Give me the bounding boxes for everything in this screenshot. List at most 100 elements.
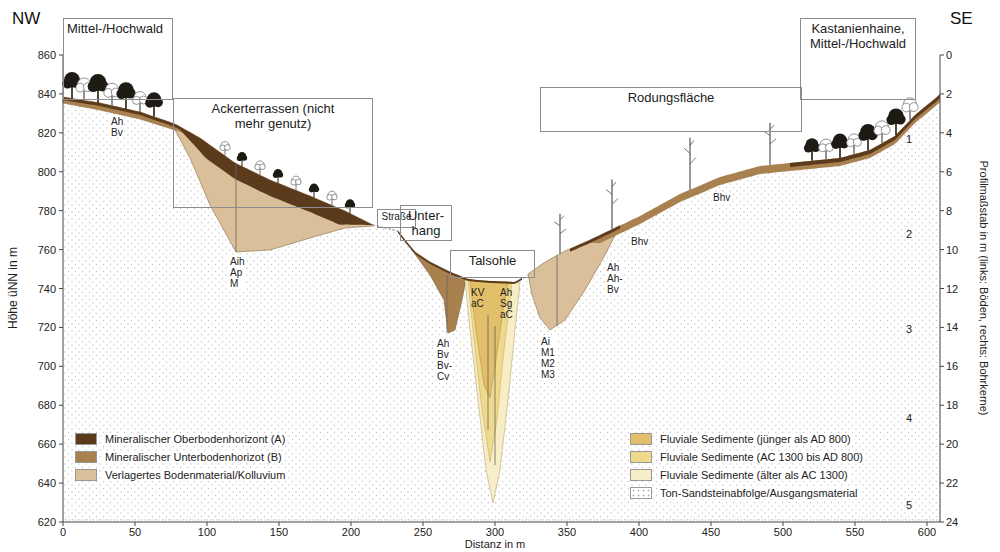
bedrock <box>63 94 940 520</box>
legend-row: Ton-Sandsteinabfolge/Ausgangsmaterial <box>630 487 860 499</box>
tick-label: 16 <box>946 360 958 372</box>
tick-label: 600 <box>918 526 936 538</box>
tree-crown <box>255 161 265 170</box>
dead-tree <box>770 139 776 144</box>
tick-label: 680 <box>38 399 56 411</box>
tick-label: 1 <box>906 133 912 145</box>
tree-crown <box>256 161 264 169</box>
legend-swatch <box>630 487 652 499</box>
tree-crown <box>328 191 336 199</box>
axis-title: Höhe üNN in m <box>7 247 20 329</box>
tree-crown <box>237 155 243 161</box>
tick <box>135 522 136 526</box>
tick-label: 740 <box>38 282 56 294</box>
tick <box>207 522 208 526</box>
direction-label: SE <box>950 10 973 29</box>
tree-crown <box>221 142 229 150</box>
a-horizon <box>466 278 522 284</box>
tick <box>279 522 280 526</box>
tick <box>59 249 63 250</box>
tick-label: 700 <box>38 360 56 372</box>
tree-crown <box>145 92 163 107</box>
fluvial-old <box>465 280 520 503</box>
tick <box>940 55 944 56</box>
zone-box: Ackerterrassen (nicht mehr genutz) <box>173 98 373 208</box>
axis-title: Profilmaßstab in m (links: Böden, rechts… <box>978 161 990 416</box>
axis-title: Distanz in m <box>465 538 526 550</box>
legend-row: Mineralischer Unterbodenhorizot (B) <box>75 451 284 463</box>
legend-swatch <box>630 433 652 445</box>
tick <box>59 483 63 484</box>
tick-label: 2 <box>906 228 912 240</box>
legend-label: Ton-Sandsteinabfolge/Ausgangsmaterial <box>658 487 860 499</box>
zone-box: Rodungsfläche <box>540 87 802 132</box>
tree-crown <box>332 194 338 200</box>
tick-label: 620 <box>38 516 56 528</box>
dead-tree <box>764 131 770 135</box>
legend-swatch <box>630 469 652 481</box>
tick <box>59 327 63 328</box>
tree-crown <box>804 144 813 153</box>
zone-box: Talsohle <box>450 250 535 278</box>
horizon-label: Bhv <box>712 192 731 203</box>
tree-crown <box>853 138 861 146</box>
b-horizon <box>585 94 940 243</box>
zone-label: Ackerterrassen (nicht mehr genutz) <box>206 101 341 131</box>
tick <box>711 522 712 526</box>
dead-tree <box>612 198 618 204</box>
horizon-label: Ah Bv <box>110 116 124 138</box>
tree-crown <box>831 139 841 149</box>
tick <box>940 132 944 133</box>
horizon-label: Ai M1 M2 M3 <box>540 336 556 380</box>
tree-crown <box>881 126 890 135</box>
tick-label: 6 <box>946 166 952 178</box>
tick <box>783 522 784 526</box>
tick <box>639 522 640 526</box>
tree-crown <box>909 103 918 112</box>
tick <box>940 171 944 172</box>
legend-label: Verlagertes Bodenmaterial/Kolluvium <box>103 469 287 481</box>
bore-line <box>236 164 237 252</box>
b-horizon <box>398 231 466 333</box>
dead-tree <box>560 229 566 234</box>
tree-crown <box>116 82 135 99</box>
tick <box>495 522 496 526</box>
tick-label: 840 <box>38 88 56 100</box>
tick-label: 720 <box>38 321 56 333</box>
tick-label: 14 <box>946 321 958 333</box>
x-axis <box>63 522 940 523</box>
tick-label: 500 <box>774 526 792 538</box>
zone-box: Unter- hang <box>400 205 452 241</box>
tick-label: 0 <box>60 526 66 538</box>
tree-crown <box>309 187 315 193</box>
tick-label: 10 <box>946 244 958 256</box>
tick <box>59 132 63 133</box>
tree-crown <box>238 152 246 160</box>
bore-line <box>447 275 448 333</box>
tick-label: 250 <box>414 526 432 538</box>
tick <box>940 327 944 328</box>
tick <box>59 366 63 367</box>
tick-label: 12 <box>946 282 958 294</box>
tree-crown <box>88 81 99 92</box>
tick <box>351 522 352 526</box>
tick-label: 640 <box>38 477 56 489</box>
dead-tree <box>612 182 616 187</box>
tick-label: 24 <box>946 516 958 528</box>
tick <box>940 522 944 523</box>
zone-label: Rodungsfläche <box>628 90 715 105</box>
tick-label: 800 <box>38 166 56 178</box>
legend-row: Fluviale Sedimente (AC 1300 bis AD 800) <box>630 451 865 463</box>
tick-label: 300 <box>486 526 504 538</box>
tick-label: 760 <box>38 244 56 256</box>
tick-label: 18 <box>946 399 958 411</box>
horizon-label: Ah Sg aC <box>500 287 513 320</box>
tree-crown <box>895 114 905 124</box>
legend-label: Mineralischer Unterbodenhorizot (B) <box>103 451 284 463</box>
horizon-label: Ah Ah- Bv <box>606 262 624 295</box>
bedrock-border <box>63 520 940 521</box>
tree-crown <box>858 130 868 140</box>
horizon-label: Ah Bv Bv- Cv <box>436 338 453 382</box>
zone-label: Mittel-/Hochwald <box>67 21 163 36</box>
horizon-label: Aih Ap M <box>229 256 245 289</box>
